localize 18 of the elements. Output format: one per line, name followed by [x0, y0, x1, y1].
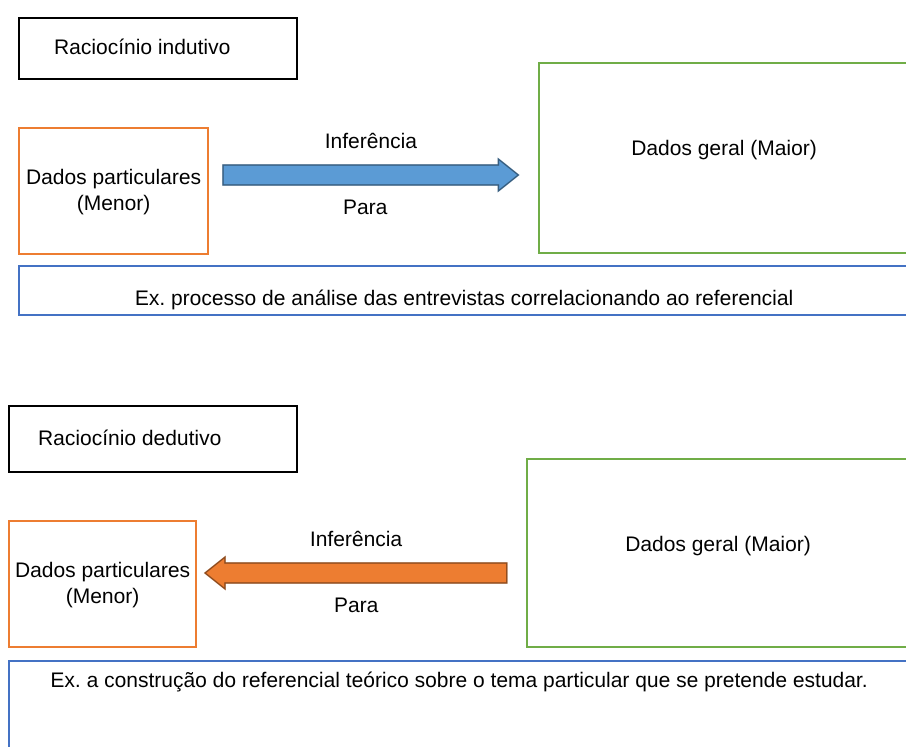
- process-box: [526, 458, 906, 648]
- node-text: Dados particulares (Menor): [24, 164, 202, 217]
- node-text: Ex. processo de análise das entrevistas correlacionando ao referencial: [134, 286, 794, 312]
- node-text: Dados geral (Maior): [631, 136, 817, 162]
- title-box: [8, 405, 298, 473]
- block-arrow: [222, 157, 520, 193]
- node-text: Ex. a construção do referencial teórico sobre o tema particular que se pretende estudar.: [50, 668, 868, 694]
- title-text: Raciocínio dedutivo: [38, 426, 222, 452]
- block-arrow: [204, 555, 508, 591]
- process-box: [8, 520, 197, 648]
- example-box: [18, 265, 906, 316]
- title-box: [18, 17, 298, 80]
- example-box: [8, 660, 906, 747]
- node-text: Dados particulares (Menor): [14, 558, 192, 610]
- process-box: [538, 62, 906, 254]
- process-box: [18, 127, 209, 255]
- node-text: Dados geral (Maior): [625, 532, 811, 558]
- title-text: Raciocínio indutivo: [54, 35, 230, 62]
